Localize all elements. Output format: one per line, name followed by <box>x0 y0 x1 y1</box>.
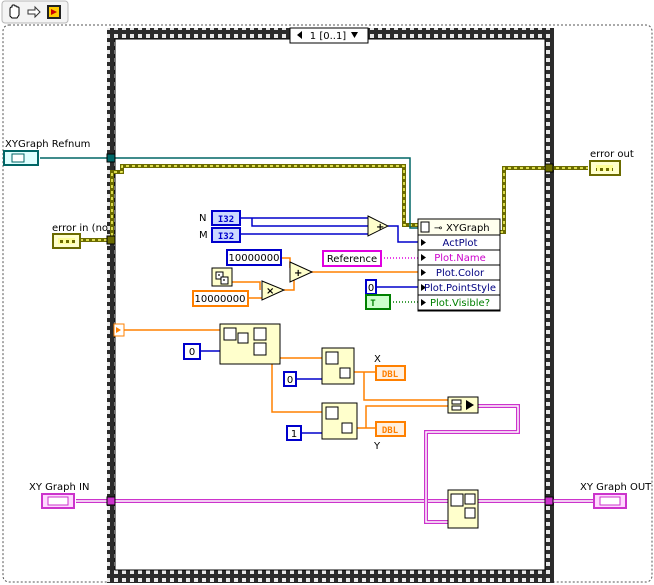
constant-value: 0 <box>287 375 293 386</box>
run-diagram-icon[interactable] <box>47 5 61 19</box>
error-wire[interactable] <box>80 164 588 242</box>
constant-true[interactable]: T <box>365 294 391 310</box>
add-node-color[interactable]: + <box>289 261 314 283</box>
constant-index-b[interactable]: 0 <box>283 371 297 387</box>
property-row[interactable] <box>417 294 501 311</box>
hand-icon[interactable] <box>9 4 20 19</box>
dbl-wires[interactable] <box>124 257 448 429</box>
constant-value: 1 <box>291 429 297 440</box>
dbl-array-tunnel[interactable] <box>113 323 125 337</box>
arrow-right-icon[interactable] <box>27 5 41 19</box>
refnum-wire[interactable] <box>40 157 418 229</box>
property-item-label: Plot.PointStyle <box>424 283 496 294</box>
property-node[interactable]: ⊸ XYGraph ActPlotPlot.NamePlot.ColorPlot… <box>417 218 501 312</box>
case-selector-label: 1 [0..1] <box>310 31 347 42</box>
previous-case-icon <box>297 31 302 39</box>
m-control[interactable]: M I32 <box>199 227 241 243</box>
x-label: X <box>374 354 381 365</box>
y-label: Y <box>373 441 381 452</box>
error-out-label: error out <box>590 149 634 160</box>
property-item-label: Plot.Color <box>436 268 485 279</box>
bool-value: T <box>370 299 376 309</box>
n-control[interactable]: N I32 <box>199 210 241 226</box>
index-array-node-2[interactable] <box>321 347 355 385</box>
m-type: I32 <box>218 232 234 242</box>
x-type: DBL <box>382 370 399 380</box>
property-item-label: Plot.Name <box>434 253 486 264</box>
tunnels[interactable] <box>106 153 554 506</box>
constant-ten-million-bottom[interactable]: 10000000 <box>192 290 249 307</box>
property-item-label: Plot.Visible? <box>430 298 490 309</box>
refnum-terminal[interactable]: XYGraph Refnum <box>3 139 90 166</box>
write-arrow-icon <box>421 269 426 276</box>
replace-array-node[interactable] <box>447 489 479 529</box>
y-indicator[interactable]: DBL Y <box>373 421 406 452</box>
chevron-down-icon <box>351 32 358 38</box>
xy-graph-out-terminal[interactable]: XY Graph OUT <box>580 482 652 509</box>
error-out-terminal[interactable]: error out <box>589 149 634 176</box>
xy-graph-out-label: XY Graph OUT <box>580 482 652 493</box>
constant-point-style[interactable]: 0 <box>365 279 377 295</box>
multiply-node[interactable]: × <box>261 280 286 301</box>
error-in-terminal[interactable]: error in (no <box>52 223 108 249</box>
multiply-icon: × <box>266 286 274 297</box>
x-indicator[interactable]: X DBL <box>374 354 406 381</box>
index-array-node-3[interactable] <box>321 402 358 440</box>
cluster-wire[interactable] <box>76 404 596 524</box>
constant-value: 10000000 <box>229 253 280 264</box>
constant-reference[interactable]: Reference <box>322 250 382 267</box>
error-in-label: error in (no <box>52 223 108 234</box>
bundle-node[interactable] <box>447 396 479 414</box>
constant-ten-million-top[interactable]: 10000000 <box>226 249 282 266</box>
constant-value: 0 <box>368 283 374 294</box>
int-wires[interactable] <box>200 217 418 434</box>
xy-graph-in-label: XY Graph IN <box>29 482 89 493</box>
n-type: I32 <box>218 215 234 225</box>
toolbar <box>1 0 69 24</box>
n-label: N <box>199 213 206 224</box>
add-icon: + <box>376 222 384 233</box>
constant-value: 0 <box>189 347 195 358</box>
property-node-header: XYGraph <box>446 223 490 234</box>
random-number-node[interactable] <box>211 267 233 287</box>
add-icon: + <box>294 268 302 279</box>
constant-index-c[interactable]: 1 <box>286 425 302 441</box>
index-array-node-1[interactable] <box>219 323 281 365</box>
constant-value: 10000000 <box>195 294 246 305</box>
m-label: M <box>199 230 208 241</box>
case-selector[interactable]: 1 [0..1] <box>289 27 369 44</box>
write-arrow-icon <box>421 254 426 261</box>
key-icon: ⊸ <box>434 223 442 234</box>
property-item-label: ActPlot <box>443 238 478 249</box>
constant-index-a[interactable]: 0 <box>183 343 201 360</box>
write-arrow-icon <box>421 299 426 306</box>
write-arrow-icon <box>421 284 426 291</box>
refnum-label: XYGraph Refnum <box>5 139 90 150</box>
constant-value: Reference <box>327 254 377 265</box>
xy-graph-in-terminal[interactable]: XY Graph IN <box>29 482 89 509</box>
reference-icon <box>420 221 430 233</box>
add-node[interactable]: + <box>367 215 390 237</box>
y-type: DBL <box>382 426 399 436</box>
write-arrow-icon <box>421 239 426 246</box>
